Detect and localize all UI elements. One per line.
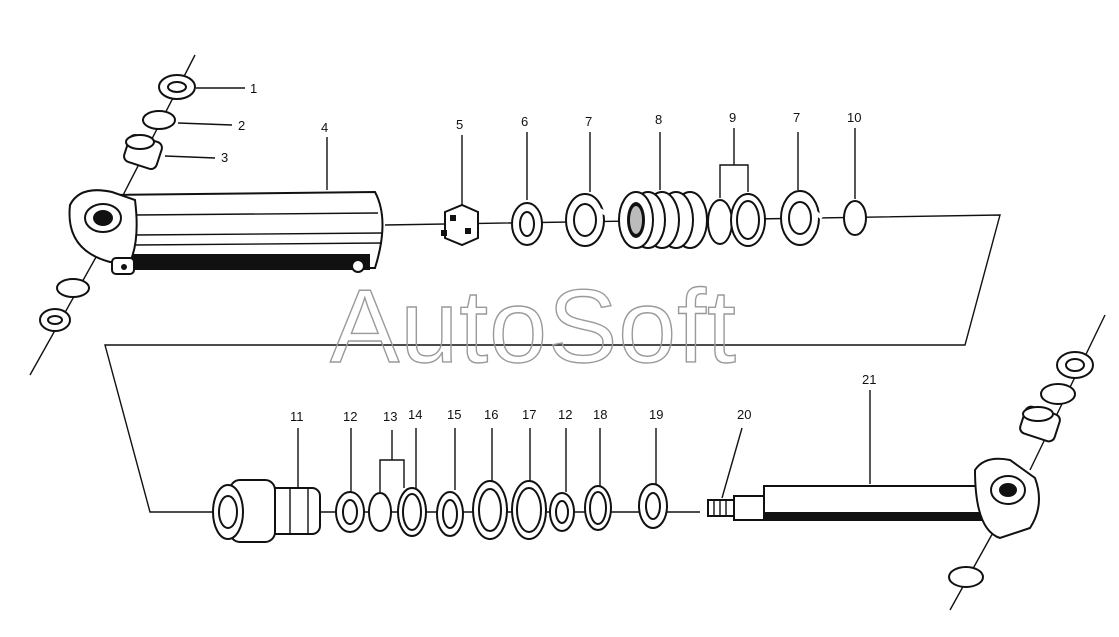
callout-12-right: 12 xyxy=(558,407,572,422)
callout-21: 21 xyxy=(862,372,876,387)
part-8-piston xyxy=(618,191,708,249)
callout-labels: 1 2 3 4 5 6 7 8 9 7 10 11 12 13 14 15 16… xyxy=(221,81,876,424)
callout-1: 1 xyxy=(250,81,257,96)
part-12-bushing-right xyxy=(549,492,575,532)
part-2-snap-ring xyxy=(142,110,176,130)
part-1-washer xyxy=(158,74,196,100)
callout-4: 4 xyxy=(321,120,328,135)
part-12-bushing-left xyxy=(335,491,365,533)
part-6-ring xyxy=(511,202,543,246)
part-16-split-ring xyxy=(472,480,508,540)
callout-17: 17 xyxy=(522,407,536,422)
part-5-castle-nut xyxy=(441,203,479,247)
callout-2: 2 xyxy=(238,118,245,133)
callout-15: 15 xyxy=(447,407,461,422)
part-18-ring xyxy=(584,485,612,531)
part-10-o-ring xyxy=(843,200,867,236)
part-7-split-ring-right xyxy=(780,190,824,246)
callout-7-right: 7 xyxy=(793,110,800,125)
callout-3: 3 xyxy=(221,150,228,165)
part-19-wiper xyxy=(638,483,668,529)
callout-16: 16 xyxy=(484,407,498,422)
part-9-seal-pair xyxy=(707,193,766,247)
callout-20: 20 xyxy=(737,407,751,422)
callout-13: 13 xyxy=(383,409,397,424)
part-snap-ring-lower-left xyxy=(56,278,90,298)
callout-12-left: 12 xyxy=(343,409,357,424)
callout-5: 5 xyxy=(456,117,463,132)
part-washer-lower-left xyxy=(39,308,71,332)
part-4-cylinder-barrel xyxy=(68,189,384,275)
part-14-seal xyxy=(397,487,427,537)
part-snap-ring-right xyxy=(1040,383,1076,405)
part-20-rod-thread xyxy=(707,495,765,521)
part-7-split-ring-left xyxy=(565,193,608,247)
callout-9: 9 xyxy=(729,110,736,125)
callout-19: 19 xyxy=(649,407,663,422)
callout-6: 6 xyxy=(521,114,528,129)
callout-14: 14 xyxy=(408,407,422,422)
callout-8: 8 xyxy=(655,112,662,127)
watermark-text: AutoSoft xyxy=(330,269,737,385)
part-snap-ring-lower-right xyxy=(948,566,984,588)
part-11-gland xyxy=(212,479,321,543)
part-washer-right xyxy=(1056,351,1094,379)
part-21-piston-rod xyxy=(763,457,1040,540)
part-bushing-right xyxy=(1019,405,1061,443)
part-17-ring xyxy=(511,480,547,540)
callout-18: 18 xyxy=(593,407,607,422)
callout-7-left: 7 xyxy=(585,114,592,129)
callout-11: 11 xyxy=(290,409,304,424)
part-3-bushing xyxy=(123,133,163,171)
part-13-ring xyxy=(368,492,392,532)
callout-10: 10 xyxy=(847,110,861,125)
leader-lines xyxy=(164,87,871,499)
part-15-wiper-ring xyxy=(436,491,464,537)
